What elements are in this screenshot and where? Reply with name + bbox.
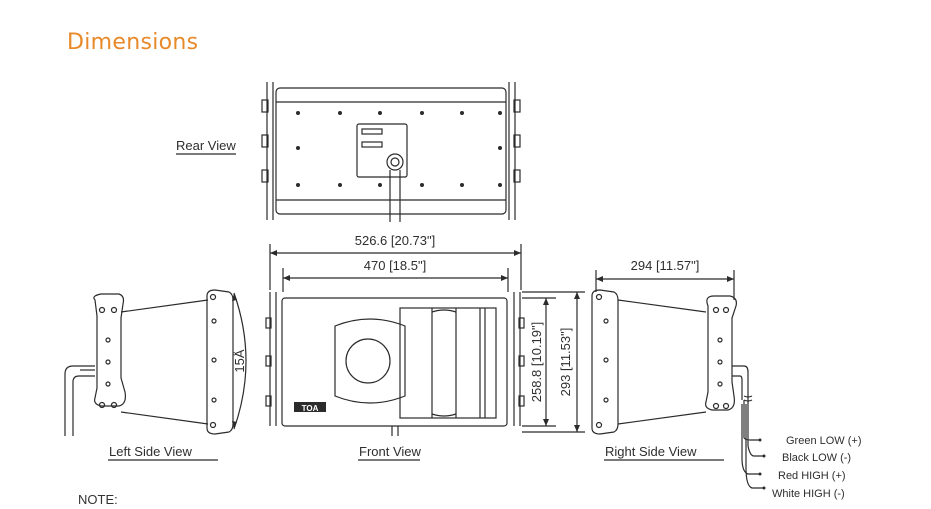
left-side-view-drawing [64, 289, 247, 436]
total-height-dimension: 293 [11.53"] [558, 328, 573, 397]
right-side-view-drawing [591, 289, 764, 489]
depth-dimension: 294 [11.57"] [631, 258, 700, 273]
wire-label-red-high: Red HIGH (+) [778, 470, 846, 482]
brand-plate [294, 402, 326, 412]
front-height-dimension: 258.8 [10.19"] [529, 322, 544, 403]
page-title: Dimensions [67, 30, 199, 55]
front-view-drawing [265, 292, 525, 436]
overall-width-dimension: 526.6 [20.73"] [355, 233, 436, 248]
wire-label-green-low: Green LOW (+) [786, 435, 862, 447]
brand-mark: TOA [302, 404, 319, 413]
note-label: NOTE: [78, 492, 118, 507]
rear-view-label: Rear View [176, 138, 236, 153]
front-view-label: Front View [359, 444, 422, 459]
inner-width-dimension: 470 [18.5"] [364, 258, 426, 273]
rear-view-drawing [261, 82, 521, 222]
wire-label-white-high: White HIGH (-) [772, 488, 845, 500]
wire-label-black-low: Black LOW (-) [782, 452, 851, 464]
left-side-view-label: Left Side View [109, 444, 192, 459]
angle-dimension: 15Å [232, 349, 247, 372]
height-dimension-lines [522, 291, 585, 433]
right-side-view-label: Right Side View [605, 444, 697, 459]
width-dimension-lines [269, 244, 735, 300]
